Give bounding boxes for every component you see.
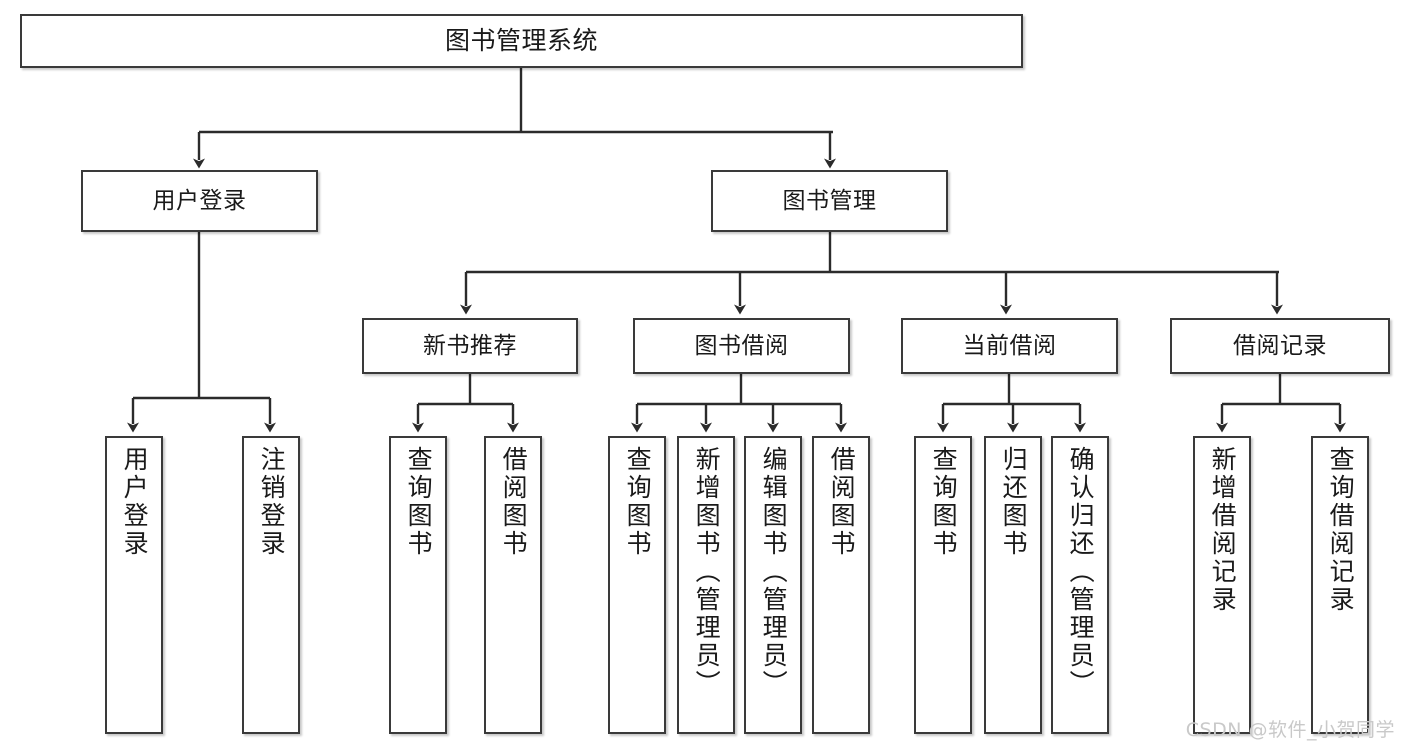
node-label: 归还图书 bbox=[999, 446, 1029, 558]
node-label: 图书管理 bbox=[782, 187, 877, 214]
node-label: 查询图书 bbox=[623, 446, 653, 558]
node-label: 借阅记录 bbox=[1233, 332, 1327, 359]
node-label: 查询图书 bbox=[404, 446, 434, 558]
node-label: 用户登录 bbox=[120, 446, 150, 558]
node-label: 编辑图书（管理员） bbox=[759, 446, 789, 698]
node-book-borrow[interactable]: 图书借阅 bbox=[633, 318, 850, 374]
leaf-book-borrow-add[interactable]: 新增图书（管理员） bbox=[677, 436, 735, 734]
leaf-current-borrow-query[interactable]: 查询图书 bbox=[914, 436, 972, 734]
node-label: 查询借阅记录 bbox=[1326, 446, 1356, 614]
node-book-management[interactable]: 图书管理 bbox=[711, 170, 948, 232]
node-label: 图书管理系统 bbox=[444, 25, 598, 55]
node-label: 注销登录 bbox=[257, 446, 287, 558]
leaf-new-book-query[interactable]: 查询图书 bbox=[389, 436, 447, 734]
leaf-book-borrow-edit[interactable]: 编辑图书（管理员） bbox=[744, 436, 802, 734]
node-label: 新增图书（管理员） bbox=[692, 446, 722, 698]
leaf-borrow-record-query[interactable]: 查询借阅记录 bbox=[1311, 436, 1369, 734]
leaf-book-borrow-borrow[interactable]: 借阅图书 bbox=[812, 436, 870, 734]
leaf-user-login-logout[interactable]: 注销登录 bbox=[242, 436, 300, 734]
leaf-book-borrow-query[interactable]: 查询图书 bbox=[608, 436, 666, 734]
node-label: 当前借阅 bbox=[962, 332, 1057, 359]
node-current-borrow[interactable]: 当前借阅 bbox=[901, 318, 1118, 374]
node-root-system[interactable]: 图书管理系统 bbox=[20, 14, 1023, 68]
node-label: 用户登录 bbox=[152, 187, 247, 214]
node-label: 借阅图书 bbox=[499, 446, 529, 558]
node-label: 借阅图书 bbox=[827, 446, 857, 558]
leaf-new-book-borrow[interactable]: 借阅图书 bbox=[484, 436, 542, 734]
node-borrow-record[interactable]: 借阅记录 bbox=[1170, 318, 1390, 374]
leaf-user-login-login[interactable]: 用户登录 bbox=[105, 436, 163, 734]
leaf-current-borrow-confirm-return[interactable]: 确认归还（管理员） bbox=[1051, 436, 1109, 734]
node-label: 新书推荐 bbox=[423, 332, 517, 359]
watermark: CSDN @软件_小贺同学 bbox=[1185, 719, 1395, 741]
node-label: 图书借阅 bbox=[694, 332, 789, 359]
node-user-login[interactable]: 用户登录 bbox=[81, 170, 318, 232]
leaf-borrow-record-add[interactable]: 新增借阅记录 bbox=[1193, 436, 1251, 734]
leaf-current-borrow-return[interactable]: 归还图书 bbox=[984, 436, 1042, 734]
node-label: 确认归还（管理员） bbox=[1066, 446, 1096, 698]
node-label: 新增借阅记录 bbox=[1208, 446, 1238, 614]
node-label: 查询图书 bbox=[929, 446, 959, 558]
node-new-book-recommend[interactable]: 新书推荐 bbox=[362, 318, 578, 374]
